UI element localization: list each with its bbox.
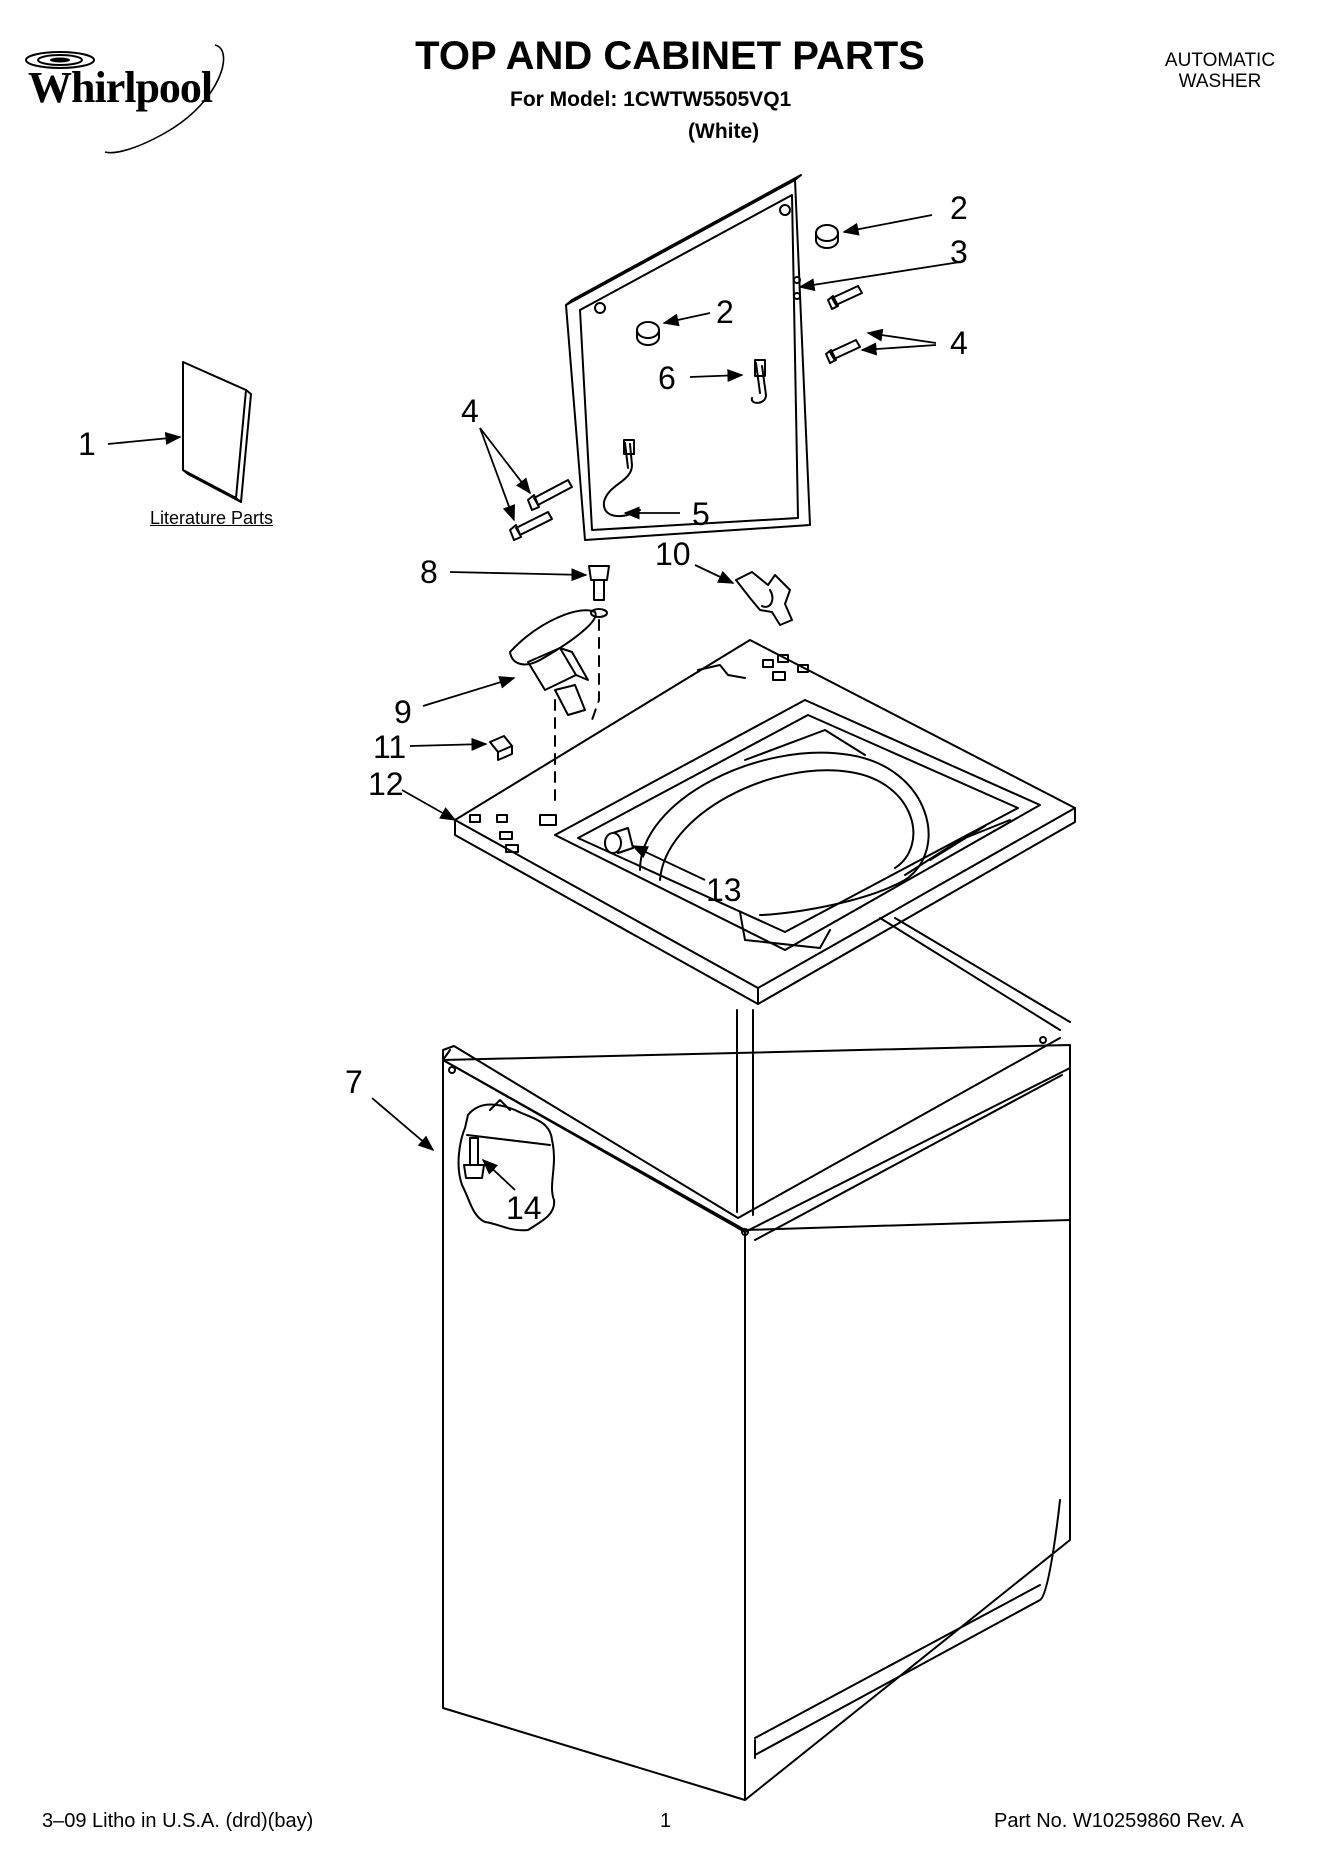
product-type-line1: AUTOMATIC — [1164, 50, 1276, 71]
page-title: TOP AND CABINET PARTS — [415, 34, 925, 78]
lid-screw — [828, 286, 862, 309]
footer-print-info: 3–09 Litho in U.S.A. (drd)(bay) — [42, 1810, 314, 1832]
lid-screw — [528, 480, 572, 510]
switch-screw — [589, 566, 609, 617]
callout-3: 3 — [950, 234, 968, 270]
leader-lines — [108, 215, 960, 1190]
lid-hinge — [752, 360, 766, 403]
callout-14: 14 — [506, 1190, 542, 1226]
callout-13: 13 — [706, 872, 742, 908]
callout-11: 11 — [373, 729, 407, 765]
cabinet-screw — [464, 1138, 484, 1178]
lid-bumper — [816, 225, 838, 248]
literature-booklet — [183, 362, 251, 502]
callout-10: 10 — [655, 536, 691, 572]
callout-4: 4 — [950, 325, 968, 361]
callout-8: 8 — [420, 554, 438, 590]
callout-5: 5 — [692, 496, 710, 532]
whirlpool-logo — [25, 44, 225, 154]
washer-cabinet — [443, 918, 1070, 1800]
lid-strike — [736, 572, 792, 625]
fill-nozzle — [605, 828, 633, 853]
lid-switch — [510, 610, 596, 715]
lid-screw — [510, 512, 552, 540]
callout-7: 7 — [345, 1064, 363, 1100]
lid-bumper — [637, 322, 659, 345]
product-type-line2: WASHER — [1178, 71, 1262, 92]
callout-2: 2 — [716, 294, 734, 330]
lid-assembly — [566, 175, 810, 540]
washer-top — [455, 640, 1075, 1004]
product-type: AUTOMATIC WASHER — [1110, 50, 1330, 92]
lid-hinge — [604, 440, 640, 516]
model-number: For Model: 1CWTW5505VQ1 — [510, 88, 792, 111]
part-number: Part No. W10259860 Rev. A — [994, 1810, 1244, 1832]
switch-clip — [490, 736, 512, 760]
callout-6: 6 — [658, 360, 676, 396]
callout-9: 9 — [394, 694, 412, 730]
model-color: (White) — [688, 120, 760, 143]
page-number: 1 — [660, 1810, 672, 1832]
lid-screw — [826, 340, 860, 363]
brand-wordmark: Whirlpool — [28, 63, 213, 112]
callout-2: 2 — [950, 190, 968, 226]
callout-12: 12 — [368, 766, 404, 802]
callout-4: 4 — [461, 393, 479, 429]
literature-parts-label: Literature Parts — [150, 508, 274, 528]
callout-1: 1 — [78, 426, 96, 462]
